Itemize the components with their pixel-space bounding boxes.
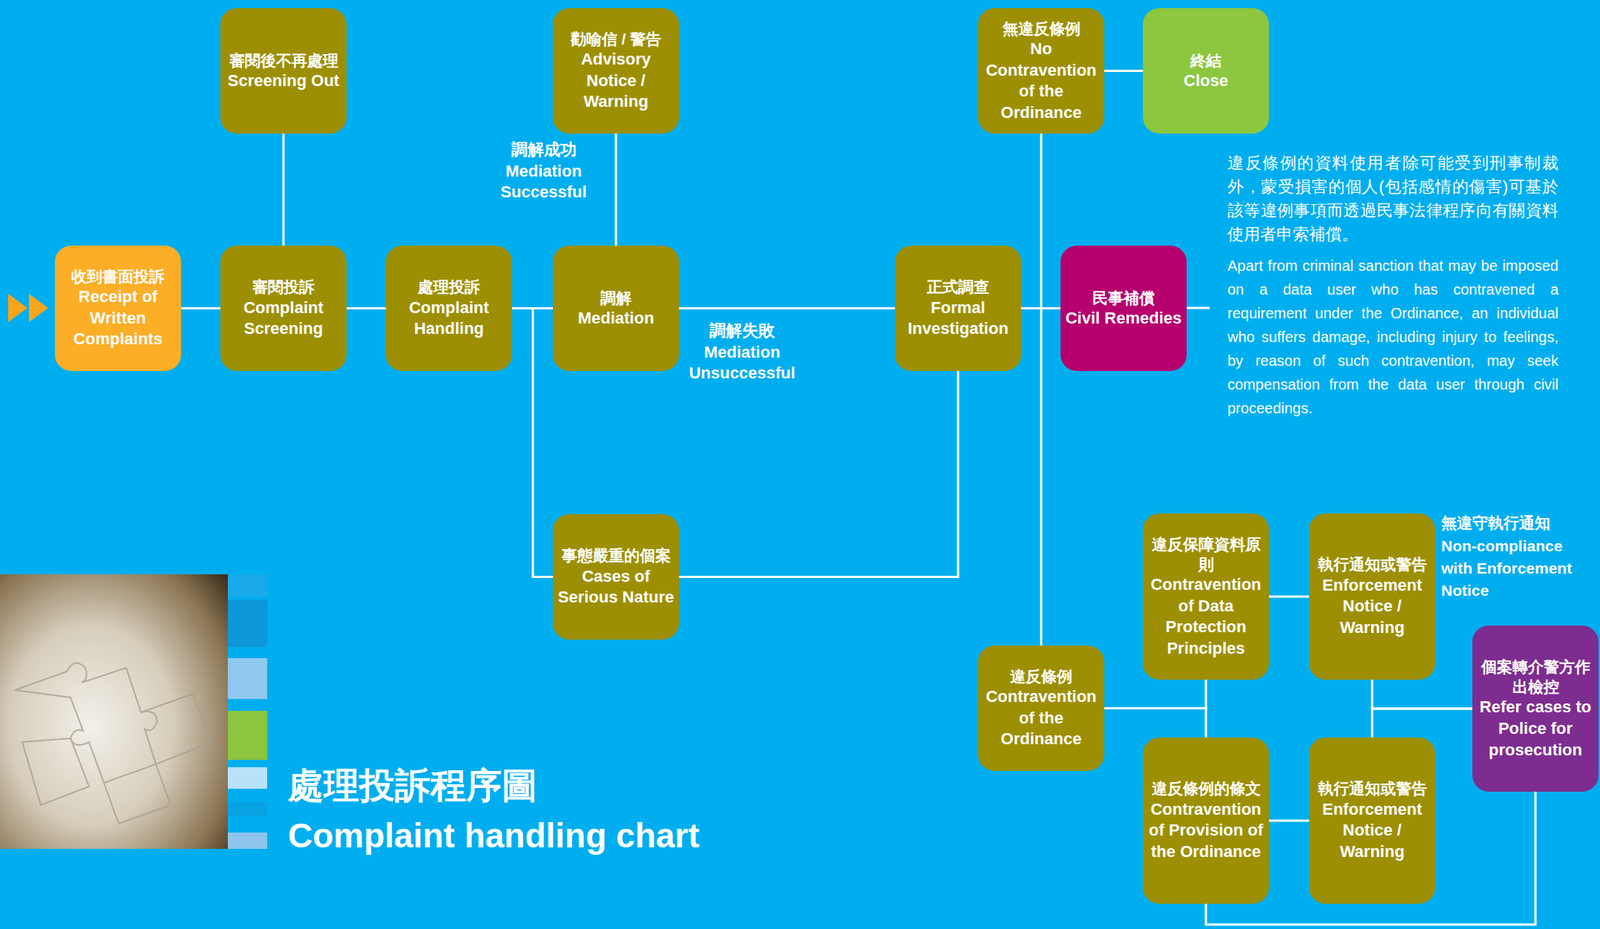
leader-line xyxy=(1186,307,1210,310)
box-heading: 執行通知或警告 xyxy=(1317,778,1428,799)
connector xyxy=(1021,308,1042,647)
box-heading: 終結 xyxy=(1190,50,1222,71)
connector xyxy=(1372,708,1473,738)
process-box: 執行通知或警告Enforcement Notice / Warning xyxy=(1309,737,1436,904)
connector xyxy=(282,133,285,246)
color-square xyxy=(227,832,268,849)
box-text: Enforcement Notice / Warning xyxy=(1312,799,1432,864)
color-square xyxy=(227,802,268,817)
box-heading: 審閱投訴 xyxy=(252,276,315,297)
box-heading: 執行通知或警告 xyxy=(1317,554,1428,575)
box-text: Contravention of Provision of the Ordina… xyxy=(1146,799,1266,864)
box-text: Refer cases to Police for prosecution xyxy=(1476,696,1595,761)
box-text: Complaint Handling xyxy=(389,297,509,340)
connector xyxy=(1021,133,1042,309)
process-box: 違反保障資料原則Contravention of Data Protection… xyxy=(1142,513,1270,680)
color-square xyxy=(227,599,268,648)
box-text: Advisory Notice / Warning xyxy=(556,48,676,113)
process-box: 個案轉介警方作出檢控Refer cases to Police for pros… xyxy=(1472,625,1599,792)
connector xyxy=(512,308,553,578)
box-heading: 違反條例 xyxy=(1010,666,1073,687)
process-box: 收到書面投訴Receipt of Written Complaints xyxy=(54,245,182,372)
process-box: 審閱後不再處理Screening Out xyxy=(220,8,347,134)
box-text: Contravention of Data Protection Princip… xyxy=(1146,574,1266,659)
box-heading: 民事補償 xyxy=(1092,287,1155,308)
connector xyxy=(181,307,221,310)
arrow-symbol xyxy=(8,293,28,323)
connector xyxy=(679,371,959,578)
box-heading: 違反保障資料原則 xyxy=(1146,534,1266,576)
chart-title: 處理投訴程序圖 xyxy=(287,764,538,808)
process-box: 民事補償Civil Remedies xyxy=(1060,245,1187,372)
color-square xyxy=(227,658,268,700)
box-text: Civil Remedies xyxy=(1065,307,1183,330)
puzzle-pieces xyxy=(14,663,212,824)
process-box: 違反條例Contravention of the Ordinance xyxy=(978,645,1105,772)
box-text: Receipt of Written Complaints xyxy=(58,286,178,351)
color-square xyxy=(227,710,268,760)
note-text: Non-compliance with Enforcement Notice xyxy=(1441,535,1598,602)
note-text: 無違守執行通知 xyxy=(1441,512,1598,535)
box-text: Screening Out xyxy=(227,70,340,93)
arrow-symbol xyxy=(28,293,49,323)
box-heading: 正式調查 xyxy=(926,276,990,297)
connector xyxy=(1269,820,1310,823)
box-heading: 事態嚴重的個案 xyxy=(561,545,671,566)
note-text: Apart from criminal sanction that may be… xyxy=(1227,253,1559,421)
connector xyxy=(615,133,618,246)
connector xyxy=(346,307,386,310)
connector xyxy=(1104,679,1206,709)
box-text: Mediation xyxy=(578,307,655,330)
box-heading: 調解 xyxy=(600,287,632,308)
process-box: 無違反條例No Contravention of the Ordinance xyxy=(978,8,1105,134)
connector xyxy=(679,307,895,310)
chart-caption: Complaint handling chart xyxy=(287,814,700,857)
connector xyxy=(1372,679,1473,709)
process-box: 調解Mediation xyxy=(552,245,680,372)
box-text: Close xyxy=(1183,70,1229,93)
box-heading: 個案轉介警方作出檢控 xyxy=(1476,656,1595,698)
process-box: 事態嚴重的個案Cases of Serious Nature xyxy=(552,514,680,640)
edge-label: 調解成功 Mediation Successful xyxy=(489,139,598,204)
process-box: 違反條例的條文Contravention of Provision of the… xyxy=(1142,737,1270,904)
box-heading: 勸喻信 / 警告 xyxy=(570,28,662,49)
box-heading: 無違反條例 xyxy=(1002,18,1081,39)
connector xyxy=(1104,69,1143,72)
color-square xyxy=(227,767,268,789)
process-box: 勸喻信 / 警告Advisory Notice / Warning xyxy=(552,8,680,134)
box-heading: 審閱後不再處理 xyxy=(229,50,339,71)
box-heading: 處理投訴 xyxy=(417,276,481,297)
box-text: Complaint Screening xyxy=(224,297,343,340)
edge-label: 調解失敗 Mediation Unsuccessful xyxy=(682,320,802,385)
process-box: 處理投訴Complaint Handling xyxy=(385,245,513,372)
process-box: 審閱投訴Complaint Screening xyxy=(220,245,347,372)
process-box: 終結Close xyxy=(1142,8,1270,134)
box-heading: 收到書面投訴 xyxy=(71,266,165,287)
puzzle-photo xyxy=(0,574,228,849)
connector xyxy=(1104,708,1206,739)
box-heading: 違反條例的條文 xyxy=(1151,778,1261,799)
process-box: 正式調查Formal Investigation xyxy=(894,245,1022,372)
box-text: Cases of Serious Nature xyxy=(556,566,676,609)
note-text: 違反條例的資料使用者除可能受到刑事制裁外，蒙受損害的個人(包括感情的傷害)可基於… xyxy=(1227,151,1559,247)
box-text: Enforcement Notice / Warning xyxy=(1312,575,1432,639)
color-square xyxy=(227,574,268,597)
box-text: No Contravention of the Ordinance xyxy=(981,38,1101,124)
connector xyxy=(1269,595,1310,599)
box-text: Formal Investigation xyxy=(898,297,1018,340)
process-box: 執行通知或警告Enforcement Notice / Warning xyxy=(1309,513,1436,680)
box-text: Contravention of the Ordinance xyxy=(981,686,1101,751)
